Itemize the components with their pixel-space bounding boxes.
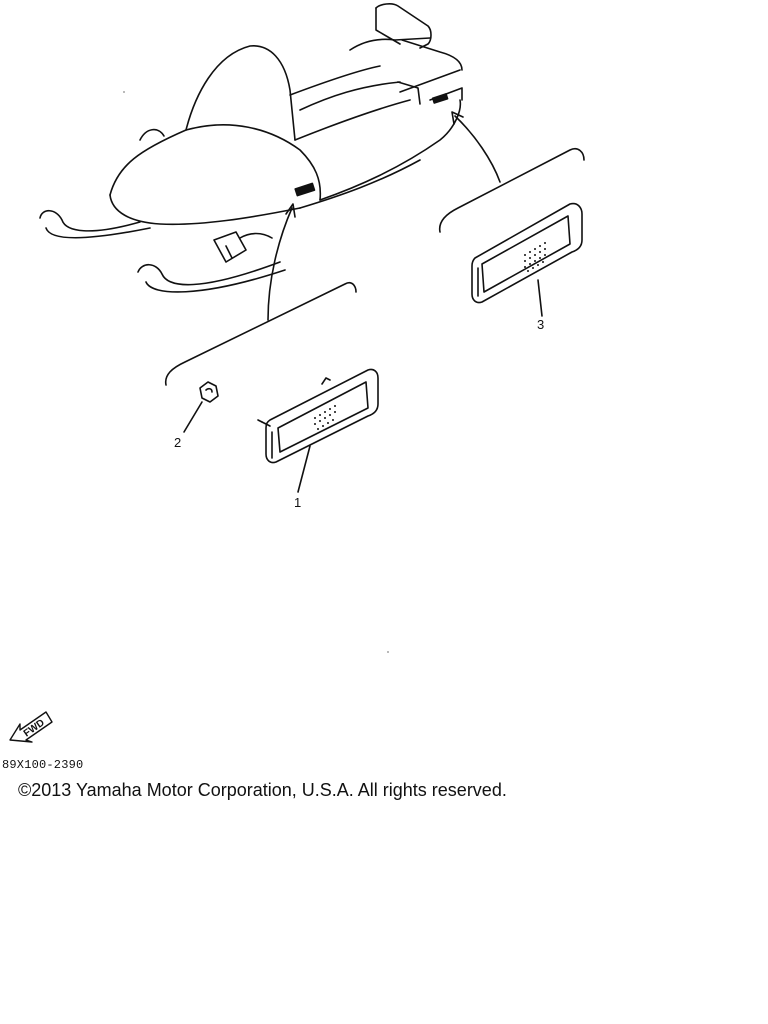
nut-part-2 (199, 381, 219, 403)
leader-line-1 (297, 445, 311, 493)
reflector-1-dot-pattern (314, 405, 336, 430)
callout-part-1: 1 (294, 495, 302, 510)
copyright-notice: ©2013 Yamaha Motor Corporation, U.S.A. A… (18, 780, 507, 800)
callout-part-3: 3 (537, 317, 545, 332)
group-bracket-right (438, 147, 585, 233)
leader-arrow-left (267, 203, 296, 321)
reflector-part-1 (257, 368, 379, 464)
exploded-parts-diagram (39, 3, 585, 653)
leader-arrow-right (451, 111, 501, 183)
drawing-number: 89X100-2390 (2, 758, 84, 772)
leader-line-3 (537, 279, 543, 317)
stray-mark (123, 91, 125, 93)
reflector-3-dot-pattern (524, 242, 546, 272)
leader-line-2 (183, 401, 203, 433)
stray-mark (387, 651, 389, 653)
fwd-arrow-icon: FWD (9, 711, 53, 743)
reflector-part-3 (471, 202, 583, 304)
callout-part-2: 2 (174, 435, 182, 450)
group-bracket-left (164, 281, 357, 386)
snowmobile-illustration (39, 3, 463, 293)
